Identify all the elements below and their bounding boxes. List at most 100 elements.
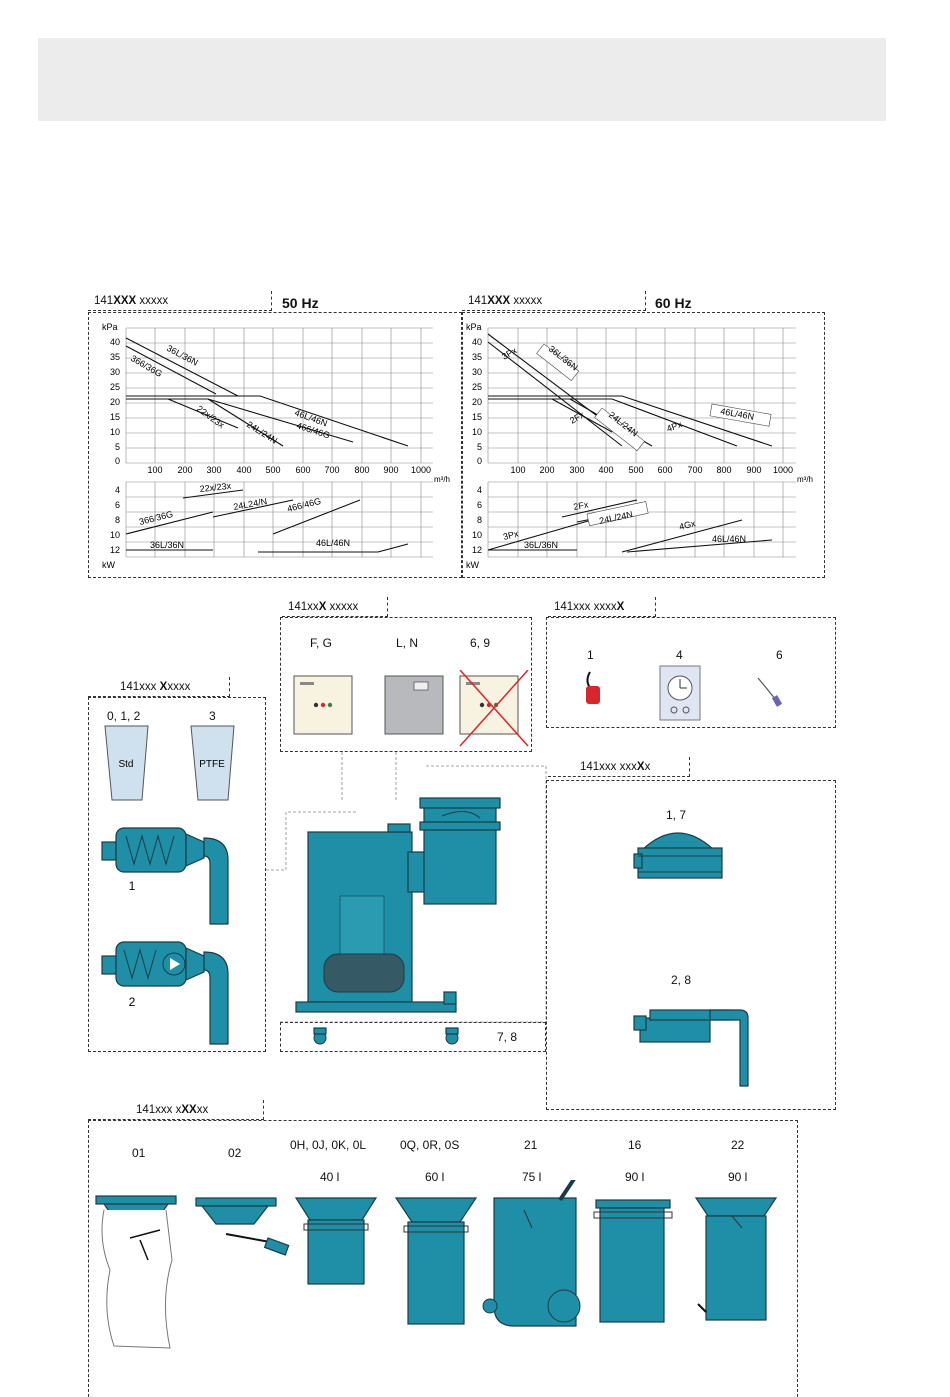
container-code-0q: 0Q, 0R, 0S	[400, 1138, 460, 1152]
x-tick: 700	[687, 465, 702, 475]
curve-36l	[125, 337, 239, 397]
container-hose-02	[195, 1197, 290, 1256]
chart60-code-tag: 141XXX xxxxx	[462, 291, 646, 311]
kw-tick: 4	[115, 485, 120, 495]
x-tick: 600	[657, 465, 672, 475]
y-tick: 5	[477, 442, 482, 452]
header-bar	[38, 38, 886, 121]
power-label: 2Fx	[573, 499, 590, 512]
container-illustrations	[95, 1180, 778, 1349]
kw-tick: 10	[110, 530, 120, 540]
control-code-tag: 141xxX xxxxx	[282, 597, 388, 617]
accessory-option-6: 6	[776, 648, 783, 662]
kw-tick: 12	[110, 545, 120, 555]
control-option-69: 6, 9	[470, 636, 491, 650]
x-tick: 200	[177, 465, 192, 475]
accessory-option-1: 1	[587, 648, 594, 662]
x-tick: 300	[569, 465, 584, 475]
kw-tick: 10	[472, 530, 482, 540]
top-with-pipe	[633, 1009, 749, 1087]
main-unit-illustration	[266, 752, 547, 1045]
sensor-icon	[757, 677, 783, 707]
chart60-kw-unit: kW	[466, 560, 480, 570]
power-4gx	[621, 519, 743, 553]
container-code-16: 16	[628, 1138, 642, 1152]
chart50: kPa 40 35 30 25 20 15 10 5 0 100 200 300…	[102, 322, 450, 570]
power-2fx	[561, 499, 638, 518]
y-tick: 40	[472, 337, 482, 347]
container-code-0h: 0H, 0J, 0K, 0L	[290, 1138, 367, 1152]
container-90l-22	[694, 1197, 778, 1321]
y-tick: 20	[472, 397, 482, 407]
chart60-x-unit: m³/h	[797, 475, 813, 484]
control-box-ln	[384, 675, 444, 735]
motor-units: 1 2	[101, 827, 229, 1045]
power-24l	[212, 499, 294, 518]
y-tick: 15	[110, 412, 120, 422]
container-volume-75: 75 l	[522, 1170, 542, 1184]
curve-366	[125, 345, 217, 395]
curve-46l	[488, 395, 773, 447]
accessory-code-tag: 141xxx xxxxX	[548, 597, 656, 617]
chart50-kw-unit: kW	[102, 560, 116, 570]
power-3px	[487, 516, 603, 551]
chart60: kPa 40 35 30 25 20 15 10 5 0 100 200 300…	[466, 322, 813, 570]
container-volume-90b: 90 l	[728, 1170, 748, 1184]
power-label: 22x/23x	[199, 481, 232, 494]
chart50-x-unit: m³/h	[434, 475, 450, 484]
kw-tick: 8	[477, 515, 482, 525]
power-22x	[182, 489, 244, 499]
container-code-02: 02	[228, 1146, 242, 1160]
curve-label: 4Px	[665, 419, 683, 434]
control-option-fg: F, G	[310, 636, 333, 650]
motor-label: 2	[129, 995, 136, 1009]
container-code-01: 01	[132, 1146, 146, 1160]
power-label: 3Px	[502, 528, 520, 542]
curve-label: 24L/24N	[245, 419, 279, 446]
curve-4px	[488, 398, 738, 447]
accessory-option-4: 4	[676, 648, 683, 662]
filter-bags: Std PTFE	[104, 725, 235, 801]
chart50-frame	[88, 312, 462, 578]
y-tick: 30	[110, 367, 120, 377]
filter-housing	[423, 803, 497, 905]
power-label: 366/36G	[138, 509, 174, 527]
power-label: 46L/46N	[316, 538, 350, 548]
not-available-cross-icon	[459, 670, 529, 747]
container-40l	[294, 1197, 378, 1285]
x-tick: 500	[265, 465, 280, 475]
y-tick: 10	[110, 427, 120, 437]
y-tick: 15	[472, 412, 482, 422]
power-466	[272, 499, 361, 535]
motor-unit-1	[101, 827, 229, 925]
wheels-frame	[280, 1022, 546, 1052]
plug-icon	[586, 671, 600, 704]
container-bag-01	[95, 1195, 177, 1349]
container-90l-16	[593, 1199, 673, 1323]
container-volume-60: 60 l	[425, 1170, 445, 1184]
filter-option-ptfe: 3	[209, 709, 216, 723]
filter-option-std: 0, 1, 2	[107, 709, 141, 723]
top-option-17: 1, 7	[666, 808, 687, 822]
chart60-frequency: 60 Hz	[655, 295, 692, 311]
chart50-code-tag: 141XXX xxxxx	[88, 291, 272, 311]
x-tick: 500	[628, 465, 643, 475]
y-tick: 25	[110, 382, 120, 392]
motor-unit-2	[101, 941, 229, 1045]
filter-code-tag: 141xxx Xxxxx	[88, 677, 230, 697]
power-46l	[626, 539, 773, 553]
container-75l-cart	[482, 1180, 581, 1327]
kw-tick: 4	[477, 485, 482, 495]
x-tick: 900	[746, 465, 761, 475]
power-46l	[258, 543, 409, 553]
chart50-frequency: 50 Hz	[282, 295, 319, 311]
y-tick: 0	[115, 456, 120, 466]
x-tick: 100	[147, 465, 162, 475]
wheels-label: 7, 8	[497, 1030, 518, 1044]
control-option-ln: L, N	[396, 636, 419, 650]
filter-frame	[88, 697, 266, 1052]
y-tick: 20	[110, 397, 120, 407]
kw-tick: 6	[115, 500, 120, 510]
x-tick: 800	[354, 465, 369, 475]
x-tick: 1000	[773, 465, 793, 475]
